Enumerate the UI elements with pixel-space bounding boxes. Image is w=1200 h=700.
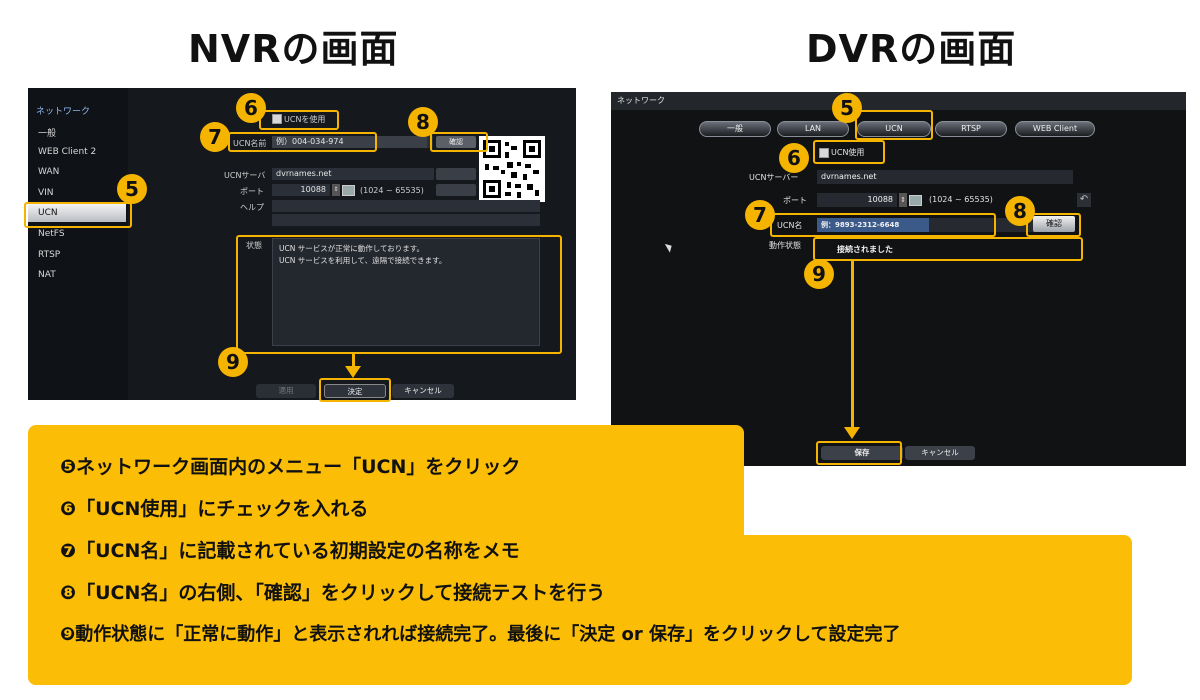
nvr-server-button <box>436 168 476 180</box>
instruction-step-9: ❾動作状態に「正常に動作」と表示されれば接続完了。最後に「決定 or 保存」をク… <box>60 624 901 645</box>
dvr-undo-icon[interactable]: ↶ <box>1077 193 1091 207</box>
instruction-step-8: ❽「UCN名」の右側、「確認」をクリックして接続テストを行う <box>60 582 606 604</box>
dvr-tab-rtsp[interactable]: RTSP <box>935 121 1007 137</box>
dvr-titlebar: ネットワーク <box>611 92 1186 110</box>
nvr-sidebar-item-wan[interactable]: WAN <box>38 167 60 177</box>
instruction-step-5: ❺ネットワーク画面内のメニュー「UCN」をクリック <box>60 456 521 478</box>
dvr-status-highlight <box>813 237 1083 261</box>
dvr-ucn-name-label: UCN名 <box>777 221 803 230</box>
dvr-tab-lan[interactable]: LAN <box>777 121 849 137</box>
dvr-server-field[interactable]: dvrnames.net <box>817 170 1073 184</box>
nvr-sidebar-item-general[interactable]: 一般 <box>38 129 57 139</box>
nvr-arrow-head-icon <box>345 366 361 378</box>
nvr-apply-button[interactable]: 適用 <box>256 384 316 398</box>
nvr-ucn-name-highlight <box>228 132 377 152</box>
dvr-port-field[interactable]: 10088 <box>817 193 897 207</box>
dvr-marker-6: 6 <box>779 143 809 173</box>
nvr-checkbox-highlight <box>259 110 339 130</box>
nvr-ucn-checkbox-label: UCNを使用 <box>284 115 326 124</box>
instruction-step-7: ❼「UCN名」に記載されている初期設定の名称をメモ <box>60 540 520 562</box>
instruction-step-6: ❻「UCN使用」にチェックを入れる <box>60 498 369 520</box>
mouse-cursor-icon <box>664 241 675 253</box>
dvr-arrow-head-icon <box>844 427 860 439</box>
nvr-heading: NVRの画面 <box>188 27 399 71</box>
nvr-sidebar-item-vin[interactable]: VIN <box>38 188 54 198</box>
nvr-confirm-highlight <box>430 132 488 152</box>
dvr-ucn-tab-highlight <box>855 110 933 140</box>
nvr-ucn-checkbox[interactable] <box>272 114 282 124</box>
nvr-ucn-name-field[interactable]: 例）004-034-974 <box>272 136 427 148</box>
nvr-port-stepper-icon[interactable]: ⇕ <box>332 184 340 196</box>
dvr-keyboard-icon[interactable] <box>909 195 922 206</box>
nvr-ucn-highlight <box>24 202 132 228</box>
dvr-status-field: 接続されました <box>817 242 1079 258</box>
dvr-port-stepper-icon[interactable]: ⇕ <box>899 193 907 207</box>
dvr-arrow-line <box>851 261 854 429</box>
nvr-port-field[interactable]: 10088 <box>272 184 330 196</box>
nvr-port-button <box>436 184 476 196</box>
dvr-confirm-highlight <box>1026 213 1081 237</box>
instruction-panel-bottom <box>28 535 1132 685</box>
nvr-sidebar-item-web-client-2[interactable]: WEB Client 2 <box>38 147 97 157</box>
nvr-ucn-name-label: UCN名前 <box>233 139 267 148</box>
nvr-ok-button[interactable]: 決定 <box>324 384 386 398</box>
nvr-port-range: (1024 ~ 65535) <box>360 186 424 195</box>
nvr-screen: ネットワーク 一般 WEB Client 2 WAN VIN UCN NetFS… <box>28 88 576 400</box>
nvr-keyboard-icon[interactable] <box>342 185 355 196</box>
dvr-marker-8: 8 <box>1005 196 1035 226</box>
dvr-port-label: ポート <box>783 196 807 205</box>
nvr-status-line-2: UCN サービスを利用して、遠隔で接続できます。 <box>279 256 447 265</box>
nvr-help-label: ヘルプ <box>240 203 264 212</box>
dvr-ucn-name-field[interactable]: 例：9893-2312-6648 <box>817 218 929 232</box>
nvr-sidebar-item-netfs[interactable]: NetFS <box>38 229 65 239</box>
nvr-sidebar-item-rtsp[interactable]: RTSP <box>38 250 61 260</box>
nvr-ok-highlight <box>319 378 391 402</box>
nvr-sidebar-item-nat[interactable]: NAT <box>38 270 56 280</box>
nvr-marker-6: 6 <box>236 93 266 123</box>
dvr-checkbox-highlight <box>813 140 885 164</box>
nvr-sidebar: ネットワーク 一般 WEB Client 2 WAN VIN UCN NetFS… <box>28 88 128 400</box>
dvr-confirm-button[interactable]: 確認 <box>1033 216 1075 232</box>
nvr-server-field[interactable]: dvrnames.net <box>272 168 434 180</box>
nvr-sidebar-item-ucn[interactable]: UCN <box>28 204 126 222</box>
nvr-status-line-1: UCN サービスが正常に動作しております。 <box>279 244 425 253</box>
nvr-status-label: 状態 <box>246 241 262 250</box>
dvr-ucn-checkbox-label: UCN使用 <box>831 148 865 157</box>
nvr-confirm-button[interactable]: 確認 <box>436 136 476 148</box>
dvr-screen: ネットワーク 一般 LAN UCN RTSP WEB Client UCN使用 … <box>611 92 1186 466</box>
nvr-marker-8: 8 <box>408 107 438 137</box>
qr-code-icon <box>479 136 545 202</box>
dvr-port-range: (1024 ~ 65535) <box>929 195 993 204</box>
nvr-marker-5: 5 <box>117 174 147 204</box>
dvr-marker-5: 5 <box>832 93 862 123</box>
nvr-port-label: ポート <box>240 187 264 196</box>
dvr-save-button[interactable]: 保存 <box>821 446 903 460</box>
dvr-marker-7: 7 <box>745 200 775 230</box>
nvr-marker-9: 9 <box>218 347 248 377</box>
nvr-marker-7: 7 <box>200 122 230 152</box>
dvr-heading: DVRの画面 <box>806 27 1017 71</box>
nvr-help-field-2 <box>272 214 540 226</box>
dvr-tab-general[interactable]: 一般 <box>699 121 771 137</box>
nvr-cancel-button[interactable]: キャンセル <box>392 384 454 398</box>
nvr-help-field <box>272 200 540 212</box>
nvr-server-label: UCNサーバ <box>224 171 266 180</box>
dvr-status-label: 動作状態 <box>769 241 801 250</box>
dvr-cancel-button[interactable]: キャンセル <box>905 446 975 460</box>
dvr-ucn-name-highlight <box>770 213 996 237</box>
nvr-arrow-line <box>352 354 355 368</box>
dvr-save-highlight <box>816 441 902 465</box>
dvr-server-label: UCNサーバー <box>749 173 799 182</box>
nvr-status-box: UCN サービスが正常に動作しております。 UCN サービスを利用して、遠隔で接… <box>272 238 540 346</box>
dvr-tab-web-client[interactable]: WEB Client <box>1015 121 1095 137</box>
nvr-status-highlight <box>236 235 562 354</box>
nvr-sidebar-title: ネットワーク <box>36 107 91 117</box>
dvr-marker-9: 9 <box>804 259 834 289</box>
dvr-ucn-checkbox[interactable] <box>819 148 829 158</box>
dvr-tab-ucn[interactable]: UCN <box>857 121 931 137</box>
